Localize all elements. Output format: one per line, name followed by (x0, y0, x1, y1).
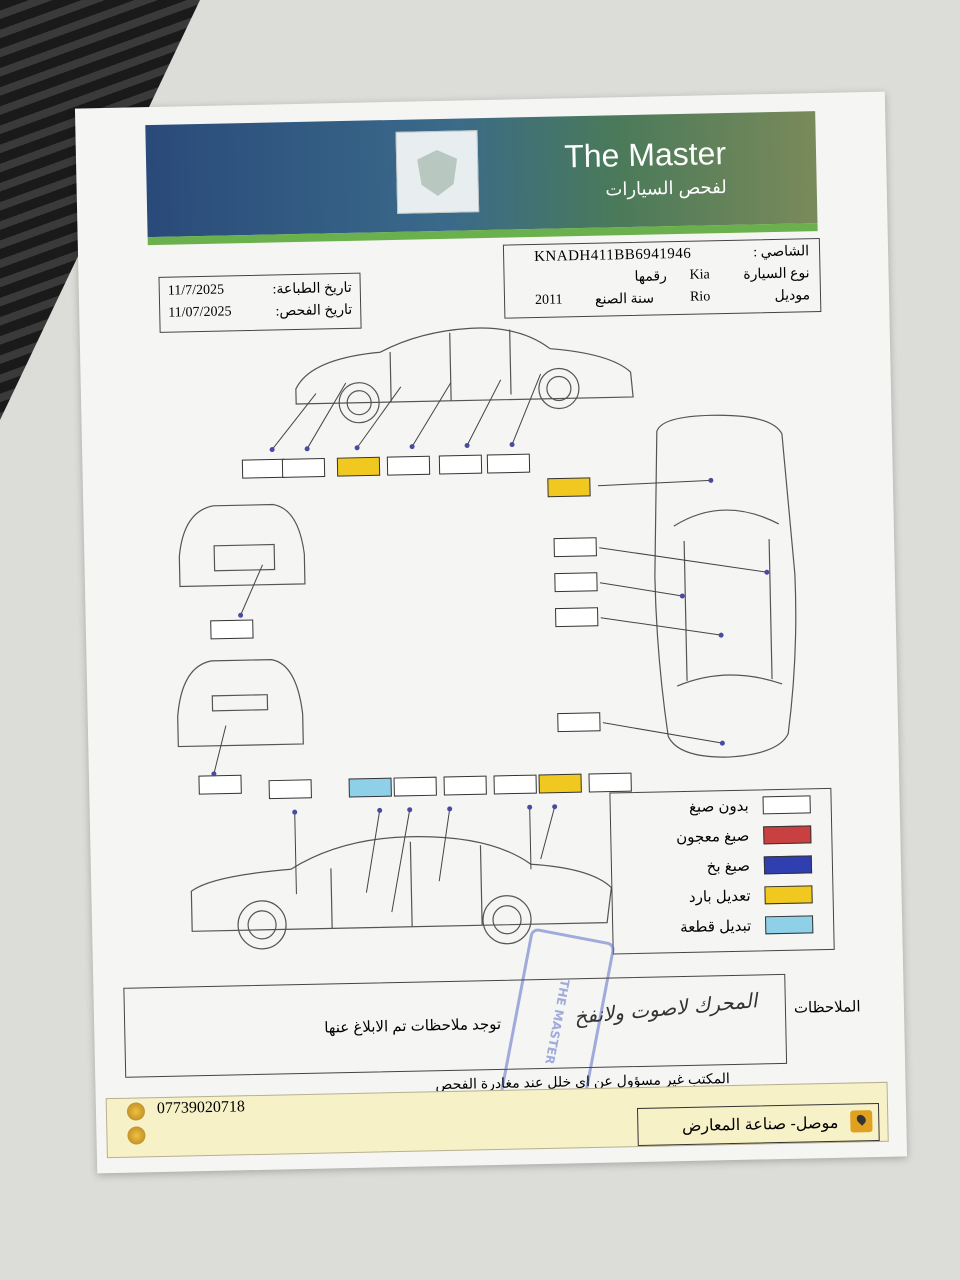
coin-icon (126, 1102, 146, 1121)
top-side-panel-box (486, 453, 531, 474)
coin-icon-2 (127, 1126, 146, 1145)
rear-panel-box (198, 774, 242, 795)
bottom-panel-box (493, 774, 537, 795)
legend-label-spray: صبغ بخ (706, 857, 751, 876)
car-diagrams (177, 327, 797, 950)
bottom-panel-box (588, 772, 632, 793)
front-panel-box (210, 619, 254, 640)
legend-swatch-none (762, 795, 811, 815)
notes-label: الملاحظات (793, 998, 861, 1017)
legend-label-none: بدون صبغ (688, 797, 749, 816)
legend-label-putty: صبغ معجون (676, 827, 750, 847)
location-pin-icon (850, 1110, 873, 1133)
paint-legend: بدون صبغ صبغ معجون صبغ بخ تعديل بارد تبد… (609, 787, 835, 955)
top-view-panel-box (554, 572, 598, 593)
top-view-panel-box (553, 537, 597, 558)
top-side-panel-box (336, 456, 381, 477)
top-view-panel-box (557, 712, 601, 733)
top-side-panel-box (241, 458, 286, 479)
legend-label-replaced: تبديل قطعة (680, 917, 752, 937)
legend-swatch-putty (763, 825, 812, 845)
legend-label-cold-fix: تعديل بارد (688, 887, 751, 906)
roof-panel-box (547, 477, 591, 498)
top-side-panel-box (386, 455, 431, 476)
top-view-car (654, 414, 797, 758)
address-text: موصل- صناعة المعارض (681, 1114, 839, 1136)
legend-swatch-spray (763, 855, 813, 875)
bottom-panel-box (538, 773, 582, 794)
phone-number: 07739020718 (156, 1098, 246, 1118)
top-side-panel-box (281, 457, 326, 478)
leader-lines (213, 373, 767, 913)
address-box: موصل- صناعة المعارض (636, 1102, 880, 1147)
bottom-panel-box (393, 776, 437, 797)
side-view-top-car (295, 327, 634, 424)
bottom-panel-box (348, 777, 392, 798)
bottom-panel-box (443, 775, 487, 796)
legend-swatch-replaced (765, 915, 814, 935)
rear-view-car (177, 659, 304, 748)
legend-swatch-cold-fix (764, 885, 813, 905)
panel-boxes (198, 453, 632, 800)
top-side-panel-box (438, 454, 483, 475)
front-view-car (178, 503, 306, 588)
notes-text: توجد ملاحظات تم الابلاغ عنها (324, 1015, 502, 1037)
panel-dots (211, 442, 770, 815)
top-view-panel-box (555, 607, 599, 628)
bottom-panel-box (268, 779, 312, 800)
side-view-bottom-car (190, 836, 612, 950)
inspection-sheet: The Master لفحص السيارات 11/7/2025 تاريخ… (74, 91, 908, 1174)
